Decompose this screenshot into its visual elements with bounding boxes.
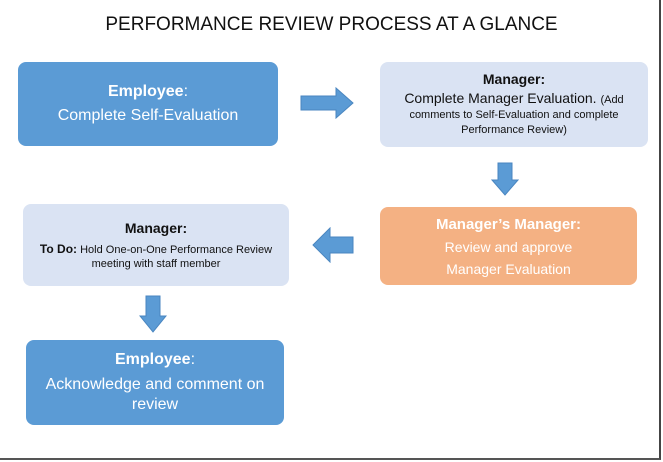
step-text: Complete Self-Evaluation xyxy=(57,107,239,124)
arrow-down-icon xyxy=(139,295,167,333)
arrow-right-icon xyxy=(300,87,354,119)
step-manager-evaluation: Manager: Complete Manager Evaluation. (A… xyxy=(380,62,648,147)
step-role: Manager’s Manager: xyxy=(435,215,582,233)
step-text: Acknowledge and comment on review xyxy=(45,375,265,413)
step-manager-one-on-one: Manager: To Do: Hold One-on-One Performa… xyxy=(23,204,289,286)
step-text: Complete Manager Evaluation. xyxy=(404,90,597,106)
step-text-line1: Review and approve xyxy=(444,238,573,255)
step-text-line2: Manager Evaluation xyxy=(446,260,571,277)
role-suffix: : xyxy=(190,350,196,368)
step-role: Employee xyxy=(114,350,191,368)
step-note: comments to Self-Evaluation and complete… xyxy=(409,109,619,136)
arrow-down-icon xyxy=(491,162,519,196)
diagram-title: PERFORMANCE REVIEW PROCESS AT A GLANCE xyxy=(105,14,558,35)
step-managers-manager-approve: Manager’s Manager: Review and approve Ma… xyxy=(380,207,637,285)
step-role: Manager: xyxy=(482,71,546,87)
step-role: Manager: xyxy=(124,219,188,236)
step-employee-acknowledge: Employee: Acknowledge and comment on rev… xyxy=(26,340,284,425)
step-role: Employee xyxy=(107,83,184,100)
step-employee-self-evaluation: Employee: Complete Self-Evaluation xyxy=(18,62,278,146)
step-text: Hold One-on-One Performance Review meeti… xyxy=(80,243,273,270)
role-suffix: : xyxy=(183,83,189,100)
step-note-start: (Add xyxy=(600,94,624,106)
todo-label: To Do: xyxy=(39,241,78,256)
arrow-left-icon xyxy=(312,227,354,263)
